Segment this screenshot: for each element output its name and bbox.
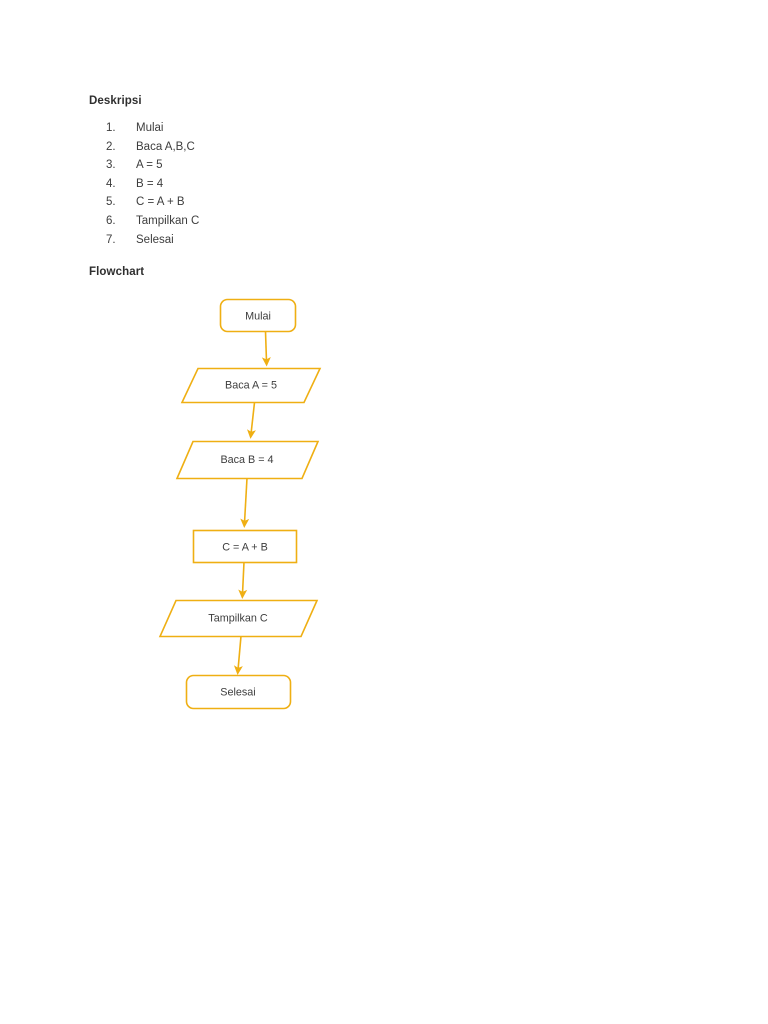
list-item: 4. B = 4 bbox=[106, 178, 199, 197]
connector-start-to-read-a bbox=[261, 331, 271, 367]
list-item: 5. C = A + B bbox=[106, 196, 199, 215]
list-item: 6. Tampilkan C bbox=[106, 215, 199, 234]
flowchart-diagram: Mulai Baca A = 5 Baca B = 4 C = A + B Ta… bbox=[158, 298, 322, 710]
list-item-number: 6. bbox=[106, 214, 116, 227]
display-c-node-label: Tampilkan C bbox=[208, 612, 268, 624]
list-item: 7. Selesai bbox=[106, 234, 199, 253]
list-item-label: Selesai bbox=[136, 233, 174, 246]
read-b-node-label: Baca B = 4 bbox=[220, 454, 273, 466]
list-item: 2. Baca A,B,C bbox=[106, 141, 199, 160]
description-heading: Deskripsi bbox=[89, 95, 142, 107]
list-item-label: B = 4 bbox=[136, 177, 164, 190]
display-c-node-shape bbox=[158, 599, 319, 638]
end-node-label: Selesai bbox=[220, 686, 255, 698]
list-item-label: Mulai bbox=[136, 122, 164, 134]
compute-c-node-label: C = A + B bbox=[222, 541, 268, 553]
read-a-node-label: Baca A = 5 bbox=[225, 379, 277, 391]
list-item-number: 7. bbox=[106, 233, 116, 246]
connector-display-c-to-end bbox=[233, 635, 243, 675]
list-item-label: C = A + B bbox=[136, 196, 185, 209]
list-item-number: 2. bbox=[106, 140, 116, 153]
description-steps-list: 1. Mulai 2. Baca A,B,C 3. A = 5 4. B = 4 5. C = A… bbox=[106, 122, 199, 252]
connector-read-b-to-compute-c bbox=[240, 477, 250, 528]
compute-c-node-shape bbox=[192, 529, 298, 564]
end-node-shape bbox=[185, 674, 292, 710]
list-item: 1. Mulai bbox=[106, 122, 199, 141]
flowchart-node-compute-c[interactable]: C = A + B bbox=[192, 529, 298, 564]
flowchart-heading: Flowchart bbox=[89, 266, 145, 278]
connector-read-a-to-read-b bbox=[247, 402, 256, 439]
start-node-label: Mulai bbox=[245, 310, 271, 322]
list-item-number: 3. bbox=[106, 159, 116, 172]
flowchart-node-read-a[interactable]: Baca A = 5 bbox=[180, 367, 322, 404]
list-item-number: 1. bbox=[106, 122, 116, 134]
list-item-number: 4. bbox=[106, 177, 116, 190]
start-node-shape bbox=[219, 298, 297, 333]
list-item-label: Baca A,B,C bbox=[136, 140, 195, 153]
read-b-node-shape bbox=[175, 440, 320, 480]
list-item-label: Tampilkan C bbox=[136, 214, 200, 227]
flowchart-node-start[interactable]: Mulai bbox=[219, 298, 297, 333]
flowchart-node-read-b[interactable]: Baca B = 4 bbox=[175, 440, 320, 480]
flowchart-node-end[interactable]: Selesai bbox=[185, 674, 292, 710]
list-item-label: A = 5 bbox=[136, 159, 163, 172]
connector-compute-c-to-display-c bbox=[238, 561, 248, 599]
list-item: 3. A = 5 bbox=[106, 159, 199, 178]
flowchart-node-display-c[interactable]: Tampilkan C bbox=[158, 599, 319, 638]
list-item-number: 5. bbox=[106, 196, 116, 209]
read-a-node-shape bbox=[180, 367, 322, 404]
